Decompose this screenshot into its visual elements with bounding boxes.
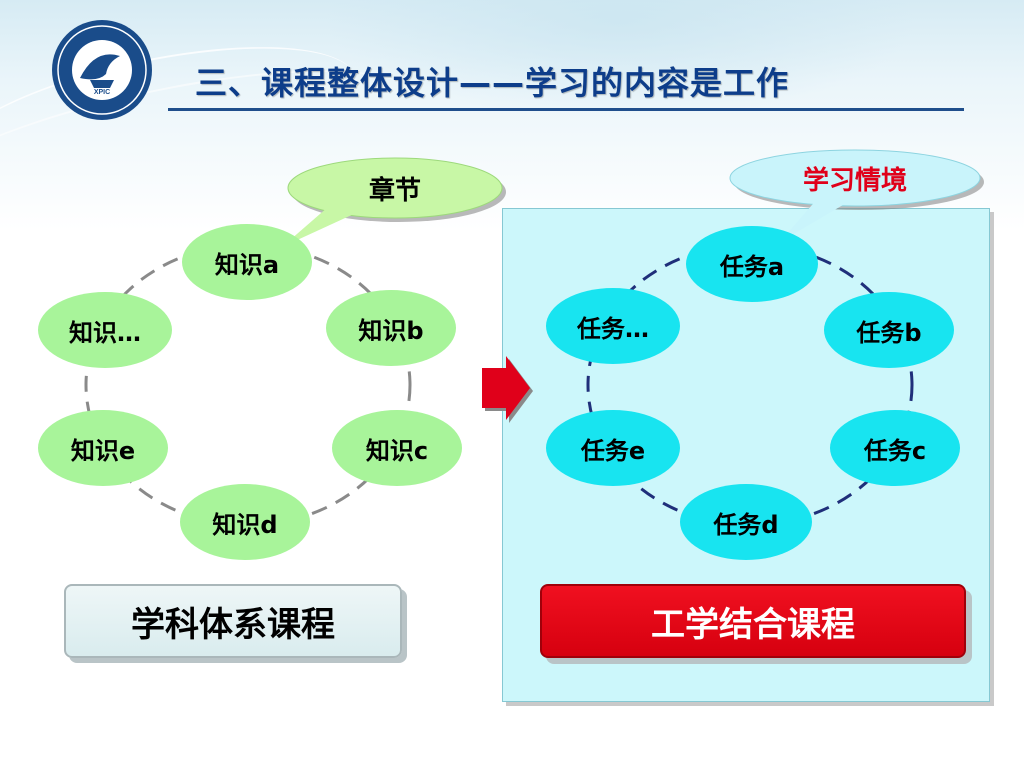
- right-node-etc: 任务…: [546, 288, 680, 364]
- right-node-d: 任务d: [680, 484, 812, 560]
- right-node-a: 任务a: [686, 226, 818, 302]
- work-integrated-course-button[interactable]: 工学结合课程: [540, 584, 966, 658]
- subject-system-course-button[interactable]: 学科体系课程: [64, 584, 402, 658]
- right-callout-label: 学习情境: [802, 165, 907, 196]
- page-title: 三、课程整体设计——学习的内容是工作: [195, 64, 790, 102]
- right-node-e: 任务e: [546, 410, 680, 486]
- title-divider: [168, 108, 964, 111]
- left-callout-label: 章节: [368, 175, 421, 206]
- left-callout-bubble: [282, 157, 506, 247]
- left-node-d: 知识d: [180, 484, 310, 560]
- left-node-etc: 知识…: [38, 292, 172, 368]
- left-node-a: 知识a: [182, 224, 312, 300]
- right-node-b: 任务b: [824, 292, 954, 368]
- left-node-c: 知识c: [332, 410, 462, 486]
- xpic-logo-icon: XPIC: [52, 20, 152, 120]
- left-node-b: 知识b: [326, 290, 456, 366]
- right-node-c: 任务c: [830, 410, 960, 486]
- svg-text:XPIC: XPIC: [94, 89, 110, 96]
- right-callout-bubble: [729, 149, 984, 242]
- left-node-e: 知识e: [38, 410, 168, 486]
- right-arrow-icon: [482, 356, 533, 423]
